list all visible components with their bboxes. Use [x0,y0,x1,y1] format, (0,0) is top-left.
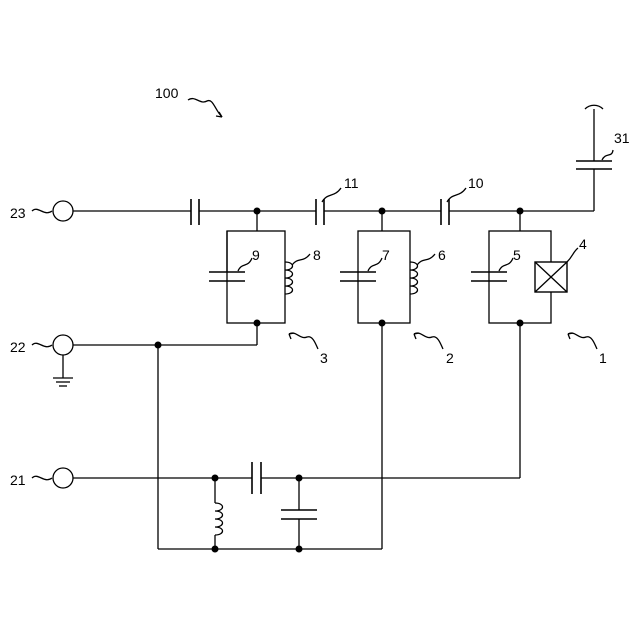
arrowhead-100 [216,112,222,117]
leader-1 [568,333,597,349]
terminal-22-circle [53,335,73,355]
terminal-22: 22 [10,335,73,386]
top-signal-line [73,169,594,225]
label-5: 5 [513,247,521,263]
resonator-2: 7 6 2 [340,208,454,367]
leader-3 [289,333,318,349]
label-31: 31 [614,130,630,146]
label-23: 23 [10,205,26,221]
capacitor-31: 31 [576,105,630,169]
label-100: 100 [155,85,179,101]
inductor-8 [285,262,293,294]
terminal-21-circle [53,468,73,488]
capacitor-10-label: 10 [447,175,484,202]
label-21: 21 [10,472,26,488]
capacitor-11-label: 11 [322,175,359,202]
inductor-6 [410,262,418,294]
leader-5 [499,258,513,271]
leader-21 [32,476,52,479]
label-8: 8 [313,247,321,263]
break-mark [585,105,603,109]
label-1: 1 [599,350,607,366]
leader-4 [567,248,578,262]
leader-11 [322,188,341,202]
label-7: 7 [382,247,390,263]
label-22: 22 [10,339,26,355]
leader-8 [292,254,310,265]
leader-22 [32,343,52,346]
resonator-3: 9 8 3 [209,208,328,367]
terminal-23-circle [53,201,73,221]
label-3: 3 [320,350,328,366]
element-4 [535,262,567,292]
label-11: 11 [344,175,359,191]
leader-100 [188,99,222,117]
label-6: 6 [438,247,446,263]
label-10: 10 [468,175,484,191]
leader-10 [447,188,466,202]
leader-2 [414,333,443,349]
assembly-label: 100 [155,85,222,117]
label-9: 9 [252,247,260,263]
label-2: 2 [446,350,454,366]
leader-31 [602,150,613,160]
label-4: 4 [579,236,587,252]
terminal-21: 21 [10,468,73,488]
leader-7 [368,258,382,271]
leader-23 [32,209,52,212]
leader-6 [417,254,435,265]
bottom-inductor [215,503,223,535]
terminal-23: 23 [10,201,73,221]
ground-line [73,323,257,549]
leader-9 [238,258,252,271]
ground-icon [53,378,73,386]
resonator-1: 5 4 1 [471,208,607,367]
